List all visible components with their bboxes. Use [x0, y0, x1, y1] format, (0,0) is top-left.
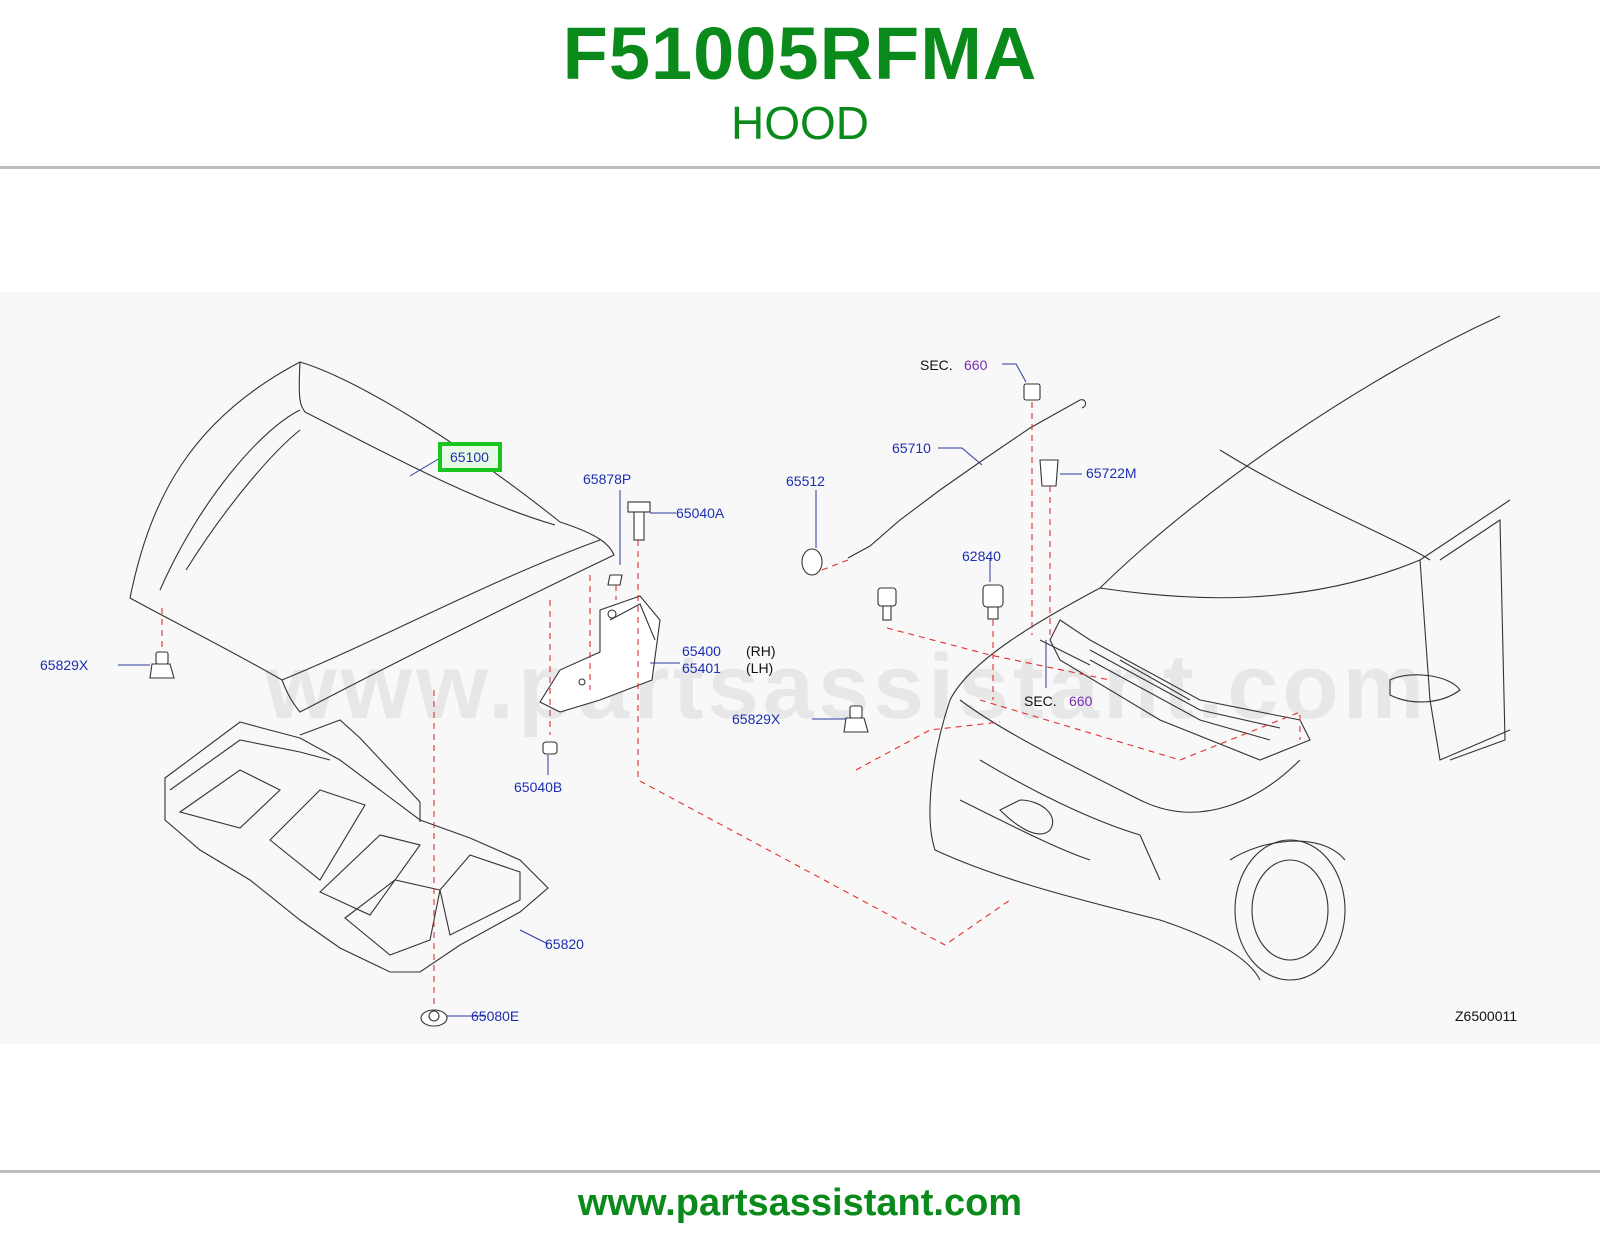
callout-hinge-lh[interactable]: 65401: [682, 660, 721, 676]
callout-grommet[interactable]: 65512: [786, 473, 825, 489]
callout-hood-rod[interactable]: 65710: [892, 440, 931, 456]
bumper-rubber-right: [843, 705, 869, 733]
highlight-box: [438, 442, 502, 472]
leader-lines: [118, 363, 1082, 1017]
hinge: [539, 595, 661, 713]
footer-divider: [0, 1170, 1600, 1173]
diagram-drawing: www.partsassistant.com: [40, 315, 1517, 1027]
sec-top-prefix: SEC.: [920, 357, 953, 373]
hood-rod: [847, 399, 1087, 559]
watermark-text: www.partsassistant.com: [264, 636, 1428, 738]
callout-clip[interactable]: 65080E: [471, 1008, 519, 1024]
callout-rod-clip[interactable]: 65722M: [1086, 465, 1137, 481]
callout-hinge-rh[interactable]: 65400: [682, 643, 721, 659]
sec-bottom-prefix: SEC.: [1024, 693, 1057, 709]
sec-bottom-link[interactable]: 660: [1069, 693, 1093, 709]
callout-nut-b[interactable]: 65040B: [514, 779, 562, 795]
bolt-65040a: [627, 501, 651, 541]
callout-seal[interactable]: 65878P: [583, 471, 631, 487]
callout-insulator[interactable]: 65820: [545, 936, 584, 952]
callout-stay-clip[interactable]: 62840: [962, 548, 1001, 564]
grommet-65512: [801, 548, 823, 576]
hood-insulator: [164, 719, 549, 973]
rh-note: (RH): [746, 643, 776, 659]
callout-hood[interactable]: 65100: [450, 449, 489, 465]
drawing-code: Z6500011: [1455, 1008, 1517, 1024]
footer-url[interactable]: www.partsassistant.com: [577, 1182, 1023, 1224]
seal-65878p: [607, 574, 623, 586]
header: F51005RFMA HOOD: [0, 0, 1600, 168]
part-code-title: F51005RFMA: [562, 12, 1038, 95]
bumper-rubber-left: [149, 651, 175, 679]
assembly-lines: [161, 402, 1301, 1005]
hood-panel: [129, 361, 615, 713]
callout-bolt-a[interactable]: 65040A: [676, 505, 725, 521]
callout-bumper-right[interactable]: 65829X: [732, 711, 781, 727]
part-name-subtitle: HOOD: [731, 97, 869, 149]
header-divider: [0, 166, 1600, 169]
nut-65040b: [542, 741, 558, 755]
lh-note: (LH): [746, 660, 773, 676]
stay-clip-62840: [982, 584, 1004, 620]
clip-65080e: [420, 1009, 448, 1027]
rod-clip-65722m: [1039, 459, 1059, 487]
clip-sec-660-top: [1023, 383, 1041, 401]
parts-diagram: www.partsassistant.com: [0, 292, 1600, 1044]
bumper-plug: [877, 587, 897, 621]
sec-top-link[interactable]: 660: [964, 357, 988, 373]
callout-bumper-left[interactable]: 65829X: [40, 657, 89, 673]
